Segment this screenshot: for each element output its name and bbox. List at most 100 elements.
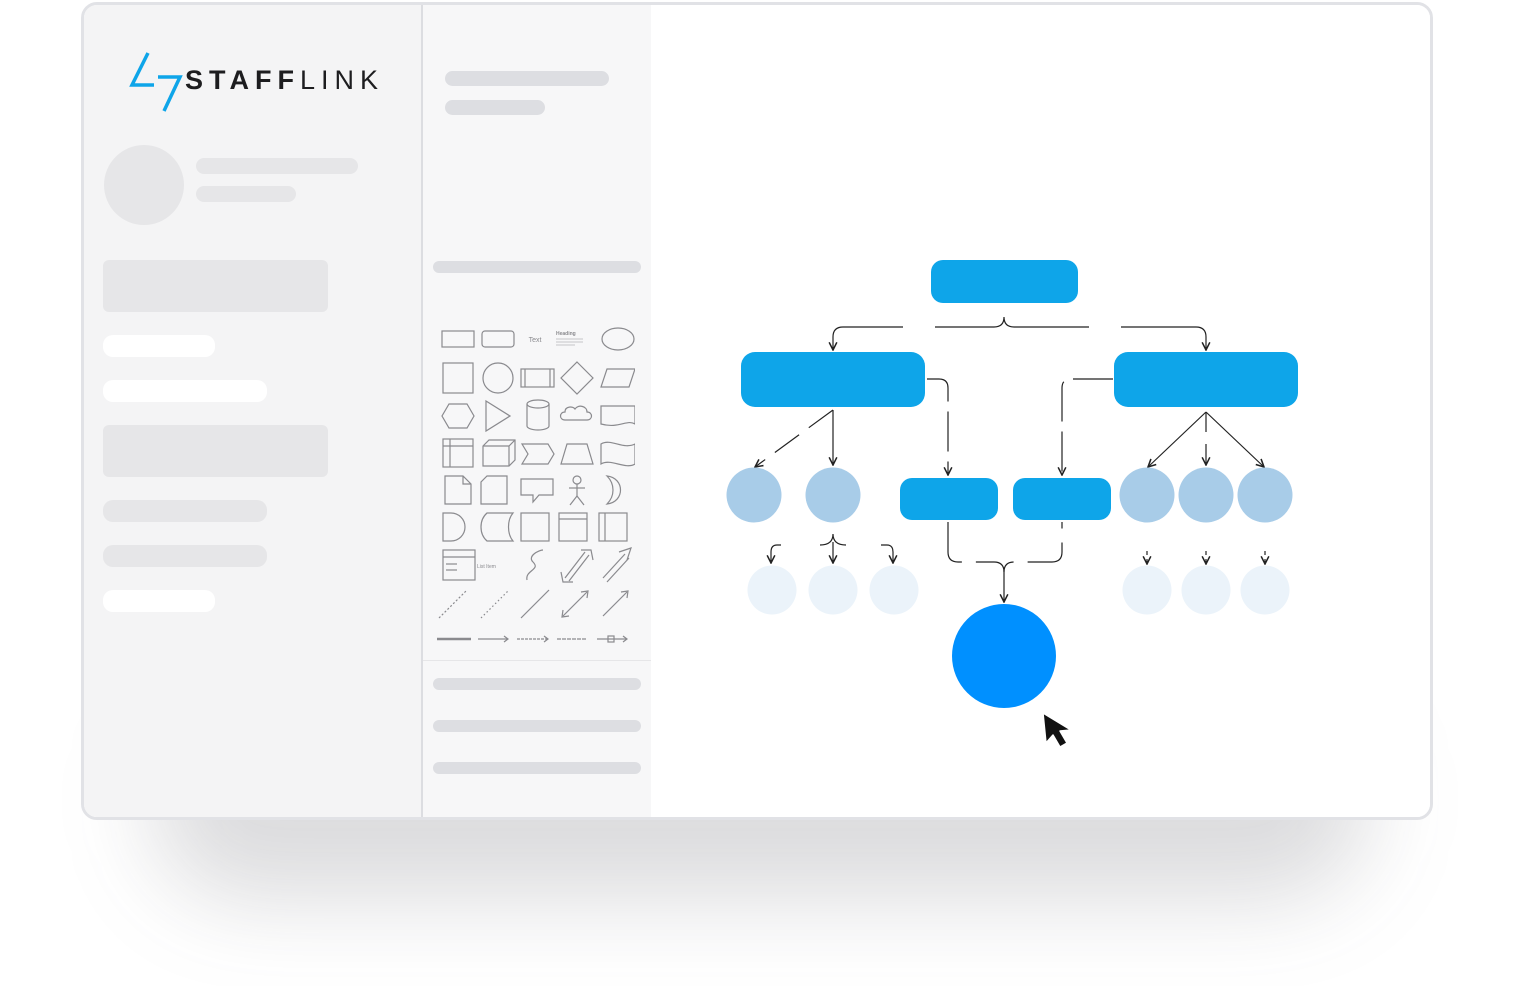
actor-shape[interactable]: [569, 475, 585, 506]
logo-text-strong: STAFF: [185, 65, 300, 95]
connector-left-to-mid-box[interactable]: [927, 378, 948, 475]
flowchart-diagram: [726, 260, 1298, 748]
square-shape[interactable]: [442, 362, 474, 394]
tertiary-node-4[interactable]: [1122, 565, 1172, 615]
panel-subtitle-placeholder: [445, 100, 545, 115]
logo-text-light: LINK: [299, 65, 385, 95]
ellipse-shape[interactable]: [601, 327, 635, 351]
dotted-line-shape[interactable]: [480, 589, 510, 619]
cloud-shape[interactable]: [559, 405, 593, 421]
secondary-node-1[interactable]: [726, 467, 782, 523]
shape-library-panel: Text Heading List Item: [423, 5, 651, 817]
sidebar-item-3[interactable]: [103, 500, 267, 522]
sidebar-item-2[interactable]: [103, 380, 267, 402]
sidebar-item-5[interactable]: [103, 590, 215, 612]
secondary-node-4[interactable]: [1178, 467, 1234, 523]
text-shape-label[interactable]: Text: [529, 337, 542, 344]
triangle-shape[interactable]: [485, 399, 512, 433]
connector-with-block-shape[interactable]: [597, 635, 628, 643]
connector-top-brace[interactable]: [935, 316, 1089, 328]
document-shape[interactable]: [600, 405, 635, 427]
card-shape[interactable]: [480, 475, 508, 505]
left-node[interactable]: [741, 352, 925, 407]
solid-line-shape[interactable]: [520, 589, 550, 619]
secondary-node-5[interactable]: [1237, 467, 1293, 523]
sidebar-item-4[interactable]: [103, 545, 267, 567]
sidebar-item-1[interactable]: [103, 335, 215, 357]
connector-right-to-circle-1[interactable]: [1148, 411, 1207, 467]
logo-wordmark: STAFFLINK: [185, 65, 384, 96]
diamond-shape[interactable]: [560, 361, 594, 395]
vertical-swimlane-shape[interactable]: [598, 512, 628, 542]
connector-to-light-circle-1[interactable]: [771, 544, 781, 563]
connector-merge-brace[interactable]: [947, 522, 1063, 573]
step-shape[interactable]: [520, 443, 555, 465]
list-shape[interactable]: [442, 549, 476, 581]
circle-shape[interactable]: [482, 362, 514, 394]
swimlane-shape[interactable]: [558, 512, 588, 542]
heading-shape[interactable]: Heading: [556, 331, 583, 346]
sidebar-block-2[interactable]: [103, 425, 328, 477]
selected-target-node[interactable]: [952, 604, 1056, 708]
block-arrow-shape[interactable]: [602, 547, 632, 583]
tape-shape[interactable]: [600, 441, 635, 467]
panel-section-2[interactable]: [433, 678, 641, 690]
process-shape[interactable]: [520, 368, 555, 388]
tertiary-node-2[interactable]: [808, 565, 858, 615]
link-arrow-shape[interactable]: [478, 635, 509, 643]
cube-shape[interactable]: [482, 439, 516, 467]
tertiary-node-1[interactable]: [747, 565, 797, 615]
panel-divider: [423, 660, 651, 661]
heading-shape-label: Heading: [556, 331, 576, 337]
arrow-connector-shape[interactable]: [602, 590, 629, 617]
secondary-node-2[interactable]: [805, 467, 861, 523]
bidirectional-arrow-shape[interactable]: [560, 549, 594, 583]
shape-section-header[interactable]: [433, 261, 641, 273]
connector-top-right[interactable]: [1121, 326, 1206, 350]
labeled-link-shape[interactable]: [517, 635, 549, 643]
connector-top-left[interactable]: [833, 326, 903, 350]
or-shape[interactable]: [605, 475, 622, 505]
tertiary-node-5[interactable]: [1181, 565, 1231, 615]
container-shape[interactable]: [520, 512, 550, 542]
trapezoid-shape[interactable]: [560, 443, 594, 465]
parallelogram-shape[interactable]: [600, 368, 635, 388]
rounded-rectangle-shape[interactable]: [481, 330, 515, 348]
app-window: STAFFLINK: [81, 2, 1433, 820]
middle-left-node[interactable]: [900, 478, 998, 520]
connector-to-light-circle-2-brace[interactable]: [819, 533, 847, 546]
panel-title-placeholder: [445, 71, 609, 86]
note-shape[interactable]: [444, 475, 472, 505]
internal-storage-shape[interactable]: [442, 438, 474, 468]
diagram-canvas[interactable]: [651, 5, 1430, 817]
connector-to-light-circle-3[interactable]: [881, 544, 893, 563]
bidirectional-connector-shape[interactable]: [561, 590, 589, 618]
list-shape-label[interactable]: List Item: [477, 564, 496, 570]
shape-library-grid: Text Heading List Item: [437, 327, 635, 643]
delay-shape[interactable]: [442, 512, 466, 542]
top-node[interactable]: [931, 260, 1078, 303]
dashed-line-shape[interactable]: [438, 589, 468, 619]
stored-data-shape[interactable]: [480, 512, 515, 542]
panel-section-4[interactable]: [433, 762, 641, 774]
sidebar-block-1[interactable]: [103, 260, 328, 312]
curved-arrow-shape[interactable]: [526, 549, 544, 581]
connector-right-to-circle-3[interactable]: [1205, 411, 1264, 467]
secondary-node-3[interactable]: [1119, 467, 1175, 523]
tertiary-node-6[interactable]: [1240, 565, 1290, 615]
tertiary-node-3[interactable]: [869, 565, 919, 615]
callout-shape[interactable]: [520, 478, 554, 504]
mouse-cursor-icon: [1042, 712, 1072, 748]
sidebar: STAFFLINK: [84, 5, 423, 817]
stafflink-logo[interactable]: STAFFLINK: [128, 49, 388, 113]
right-node[interactable]: [1114, 352, 1298, 407]
connector-right-to-mid-box[interactable]: [1062, 378, 1113, 475]
hexagon-shape[interactable]: [441, 403, 475, 429]
stafflink-logo-icon: [129, 52, 183, 112]
avatar[interactable]: [104, 145, 184, 225]
connector-left-to-circle-1[interactable]: [755, 409, 834, 467]
rectangle-shape[interactable]: [441, 330, 475, 348]
panel-section-3[interactable]: [433, 720, 641, 732]
cylinder-shape[interactable]: [526, 399, 550, 431]
middle-right-node[interactable]: [1013, 478, 1111, 520]
